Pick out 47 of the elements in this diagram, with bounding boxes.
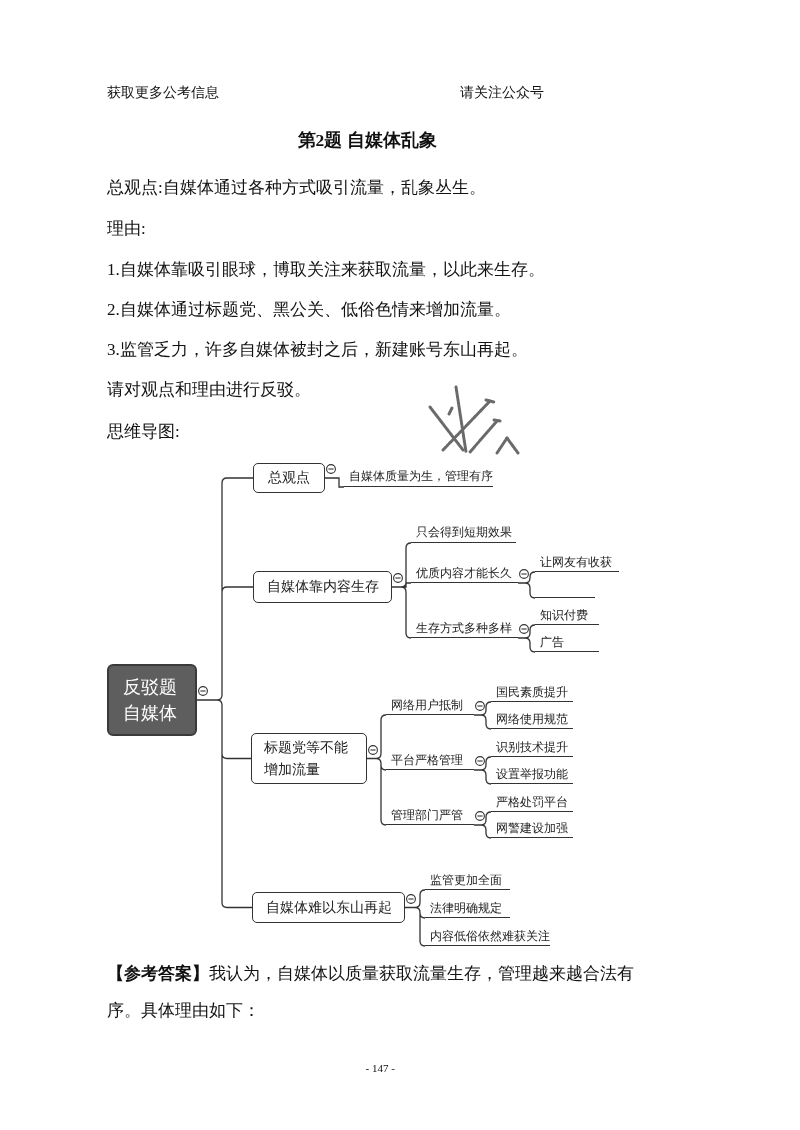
underlined-subtopic: 严格处罚平台 — [491, 794, 573, 812]
connector-line — [404, 889, 426, 947]
page-number: - 147 - — [365, 1061, 395, 1076]
connector-line — [196, 477, 254, 909]
underlined-subtopic: 网络用户抵制 — [386, 697, 474, 715]
underlined-subtopic: 国民素质提升 — [491, 684, 573, 702]
underlined-subtopic: 知识付费 — [535, 607, 599, 625]
body-text: 2.自媒体通过标题党、黑公关、低俗色情来增加流量。 — [107, 299, 511, 321]
connector-line — [517, 624, 536, 653]
underlined-subtopic: 平台严格管理 — [386, 752, 474, 770]
topic-box: 自媒体难以东山再起 — [252, 892, 405, 923]
header-text: 请关注公众号 — [460, 84, 544, 102]
underlined-subtopic: 网络使用规范 — [491, 711, 573, 729]
underlined-subtopic: 广告 — [535, 634, 599, 652]
underlined-subtopic: 优质内容才能长久 — [411, 565, 518, 583]
underlined-subtopic: 只会得到短期效果 — [411, 524, 516, 543]
underlined-subtopic: 识别技术提升 — [491, 739, 573, 757]
body-text: 思维导图: — [107, 421, 180, 443]
body-text: 1.自媒体靠吸引眼球，博取关注来获取流量，以此来生存。 — [107, 259, 545, 281]
topic-box: 自媒体靠内容生存 — [253, 571, 392, 603]
connector-line — [324, 477, 345, 488]
underlined-subtopic: 自媒体质量为生，管理有序 — [344, 468, 493, 487]
connector-line — [473, 756, 492, 785]
underlined-subtopic: 网警建设加强 — [491, 820, 573, 838]
subtopic-underline — [535, 596, 595, 598]
underlined-subtopic: 法律明确规定 — [425, 900, 510, 918]
answer-paragraph: 【参考答案】我认为，自媒体以质量获取流量生存，管理越来越合法有序。具体理由如下： — [107, 962, 635, 1022]
body-text: 3.监管乏力，许多自媒体被封之后，新建账号东山再起。 — [107, 339, 528, 361]
connector-line — [391, 542, 412, 639]
central-topic-box: 反驳题自媒体 — [107, 664, 197, 736]
title: 第2题 自媒体乱象 — [297, 129, 437, 152]
underlined-subtopic: 内容低俗依然难获关注 — [425, 928, 550, 946]
underlined-subtopic: 设置举报功能 — [491, 766, 573, 784]
connector-line — [366, 714, 387, 826]
connector-line — [473, 811, 492, 839]
connector-line — [473, 701, 492, 730]
body-text: 总观点:自媒体通过各种方式吸引流量，乱象丛生。 — [107, 177, 486, 199]
topic-box: 总观点 — [253, 463, 325, 493]
underlined-subtopic: 生存方式多种多样 — [411, 620, 518, 638]
underlined-subtopic: 管理部门严管 — [386, 807, 474, 825]
connector-line — [517, 571, 536, 599]
body-text: 理由: — [107, 218, 146, 240]
body-text: 请对观点和理由进行反驳。 — [107, 379, 311, 401]
header-text: 获取更多公考信息 — [107, 84, 219, 102]
underlined-subtopic: 监管更加全面 — [425, 872, 510, 890]
topic-box: 标题党等不能增加流量 — [251, 733, 367, 784]
underlined-subtopic: 让网友有收获 — [535, 554, 619, 572]
